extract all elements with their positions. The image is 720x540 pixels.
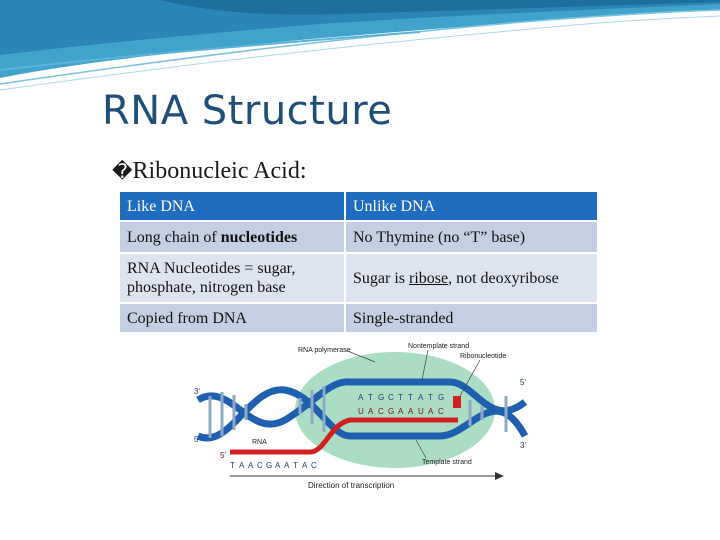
base-letter: U xyxy=(418,407,424,416)
end-label: 5' xyxy=(520,378,526,387)
base-letter: A xyxy=(368,407,374,416)
table-row: Copied from DNA Single-stranded xyxy=(120,304,599,334)
header-unlike-dna: Unlike DNA xyxy=(346,192,599,222)
comparison-table: Like DNA Unlike DNA Long chain of nucleo… xyxy=(120,192,599,334)
base-letter: A xyxy=(275,461,281,470)
base-letter: A xyxy=(284,461,290,470)
base-letter: A xyxy=(358,393,364,402)
base-letter: T xyxy=(398,393,403,402)
ribose-link[interactable]: ribose xyxy=(409,269,449,287)
dna-strand-1 xyxy=(196,378,528,428)
cell-like-1: Long chain of nucleotides xyxy=(120,222,346,254)
rna-strand xyxy=(230,417,458,455)
label-ribonucleotide: Ribonucleotide xyxy=(460,353,506,360)
bullet-glyph: � xyxy=(112,159,133,183)
base-letter: A xyxy=(302,461,308,470)
subtitle-text: Ribonucleic Acid: xyxy=(132,158,307,184)
label-rna: RNA xyxy=(252,439,267,446)
base-letter: T xyxy=(408,393,413,402)
base-letter: T xyxy=(293,461,298,470)
base-letter: G xyxy=(388,407,394,416)
slide-title: RNA Structure xyxy=(102,88,393,134)
header-like-dna: Like DNA xyxy=(120,192,346,222)
base-letter: T xyxy=(428,393,433,402)
base-letter: U xyxy=(358,407,364,416)
ribonucleotide-mark xyxy=(453,396,461,408)
base-letter: G xyxy=(378,393,384,402)
base-letter: G xyxy=(438,393,444,402)
end-label: 5' xyxy=(220,451,226,460)
end-label: 3' xyxy=(520,441,526,450)
base-letter: C xyxy=(257,461,263,470)
end-label: 5' xyxy=(194,435,200,444)
base-letter: C xyxy=(388,393,394,402)
base-letter: G xyxy=(266,461,272,470)
cell-like-3: Copied from DNA xyxy=(120,304,346,334)
base-letter: A xyxy=(239,461,245,470)
end-label: 3' xyxy=(194,387,200,396)
cell-like-2: RNA Nucleotides = sugar, phosphate, nitr… xyxy=(120,254,346,304)
table-row: RNA Nucleotides = sugar, phosphate, nitr… xyxy=(120,254,599,304)
base-letter: C xyxy=(378,407,384,416)
base-letter: A xyxy=(408,407,414,416)
base-letter: A xyxy=(428,407,434,416)
base-letter: A xyxy=(248,461,254,470)
cell-unlike-2: Sugar is ribose, not deoxyribose xyxy=(346,254,599,304)
base-letter: T xyxy=(368,393,373,402)
cell-unlike-1: No Thymine (no “T” base) xyxy=(346,222,599,254)
base-letter: A xyxy=(418,393,424,402)
base-letter: C xyxy=(311,461,317,470)
base-pair-rungs xyxy=(208,386,508,438)
table-header-row: Like DNA Unlike DNA xyxy=(120,192,599,222)
base-letter: A xyxy=(398,407,404,416)
dna-strand-2 xyxy=(196,386,529,442)
base-letter: C xyxy=(438,407,444,416)
label-nontemplate: Nontemplate strand xyxy=(408,343,469,350)
label-template: Template strand xyxy=(422,459,472,466)
cell-unlike-3: Single-stranded xyxy=(346,304,599,334)
base-letter: T xyxy=(230,461,235,470)
label-rna-polymerase: RNA polymerase xyxy=(298,347,351,354)
header-wave-banner xyxy=(0,0,720,91)
subtitle-line: �Ribonucleic Acid: xyxy=(112,158,306,185)
table-row: Long chain of nucleotides No Thymine (no… xyxy=(120,222,599,254)
label-direction: Direction of transcription xyxy=(308,481,394,490)
